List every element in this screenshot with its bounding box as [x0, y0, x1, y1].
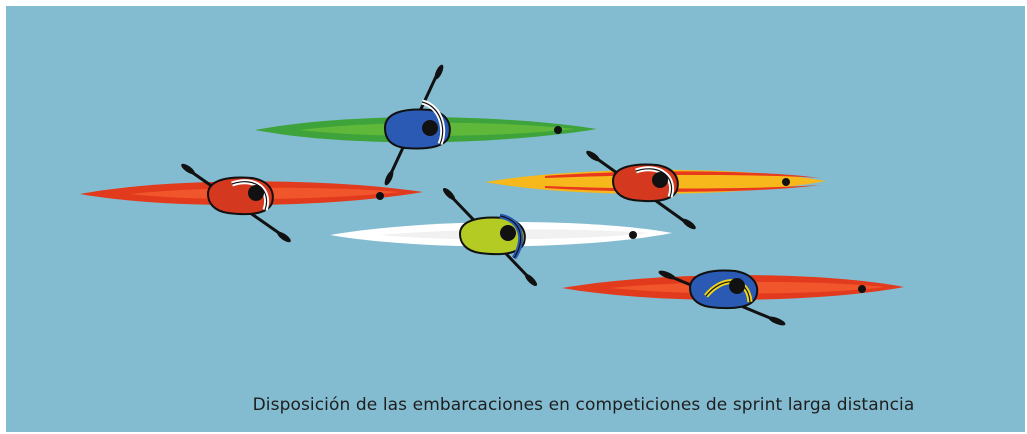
kayak-green-bow-dot	[554, 126, 562, 134]
kayak-red-right-helmet	[729, 278, 745, 294]
kayak-white	[330, 187, 672, 287]
kayak-green-paddle-blade-bottom	[384, 170, 394, 186]
kayak-yellow-paddle-blade-right	[682, 218, 696, 230]
kayak-yellow-helmet	[652, 172, 668, 188]
kayak-red-left-bow-dot	[376, 192, 384, 200]
kayak-red-right-paddle-blade-right	[768, 316, 786, 326]
kayak-yellow-hull-stripe-2	[545, 185, 820, 192]
kayak-white-arm-ring-outline	[499, 215, 522, 259]
kayak-yellow	[485, 150, 826, 230]
kayak-yellow-paddle-blade-left	[586, 150, 600, 162]
kayak-green-paddle-blade-top	[434, 64, 444, 80]
kayak-green-cockpit	[383, 108, 451, 150]
diagram-caption: Disposición de las embarcaciones en comp…	[252, 395, 915, 415]
kayak-yellow-hull-stripe	[545, 171, 820, 178]
water-background	[6, 6, 1025, 432]
kayak-red-right-bow-dot	[858, 285, 866, 293]
kayak-yellow-bow-dot	[782, 178, 790, 186]
kayak-red-left	[80, 163, 423, 243]
kayak-green-arm-ring-outline	[421, 101, 444, 145]
kayak-green-helmet	[422, 120, 438, 136]
kayak-red-left-paddle-blade-left	[181, 163, 195, 175]
kayak-red-left-paddle-blade-right	[277, 231, 291, 243]
kayak-white-helmet	[500, 225, 516, 241]
kayak-red-right-paddle-blade-left	[658, 270, 676, 280]
kayak-white-paddle-blade-right	[524, 273, 538, 287]
kayak-white-bow-dot	[629, 231, 637, 239]
kayak-red-right	[562, 269, 904, 326]
kayak-red-left-helmet	[248, 185, 264, 201]
kayak-green	[255, 64, 597, 186]
kayak-white-paddle-blade-left	[442, 187, 456, 201]
